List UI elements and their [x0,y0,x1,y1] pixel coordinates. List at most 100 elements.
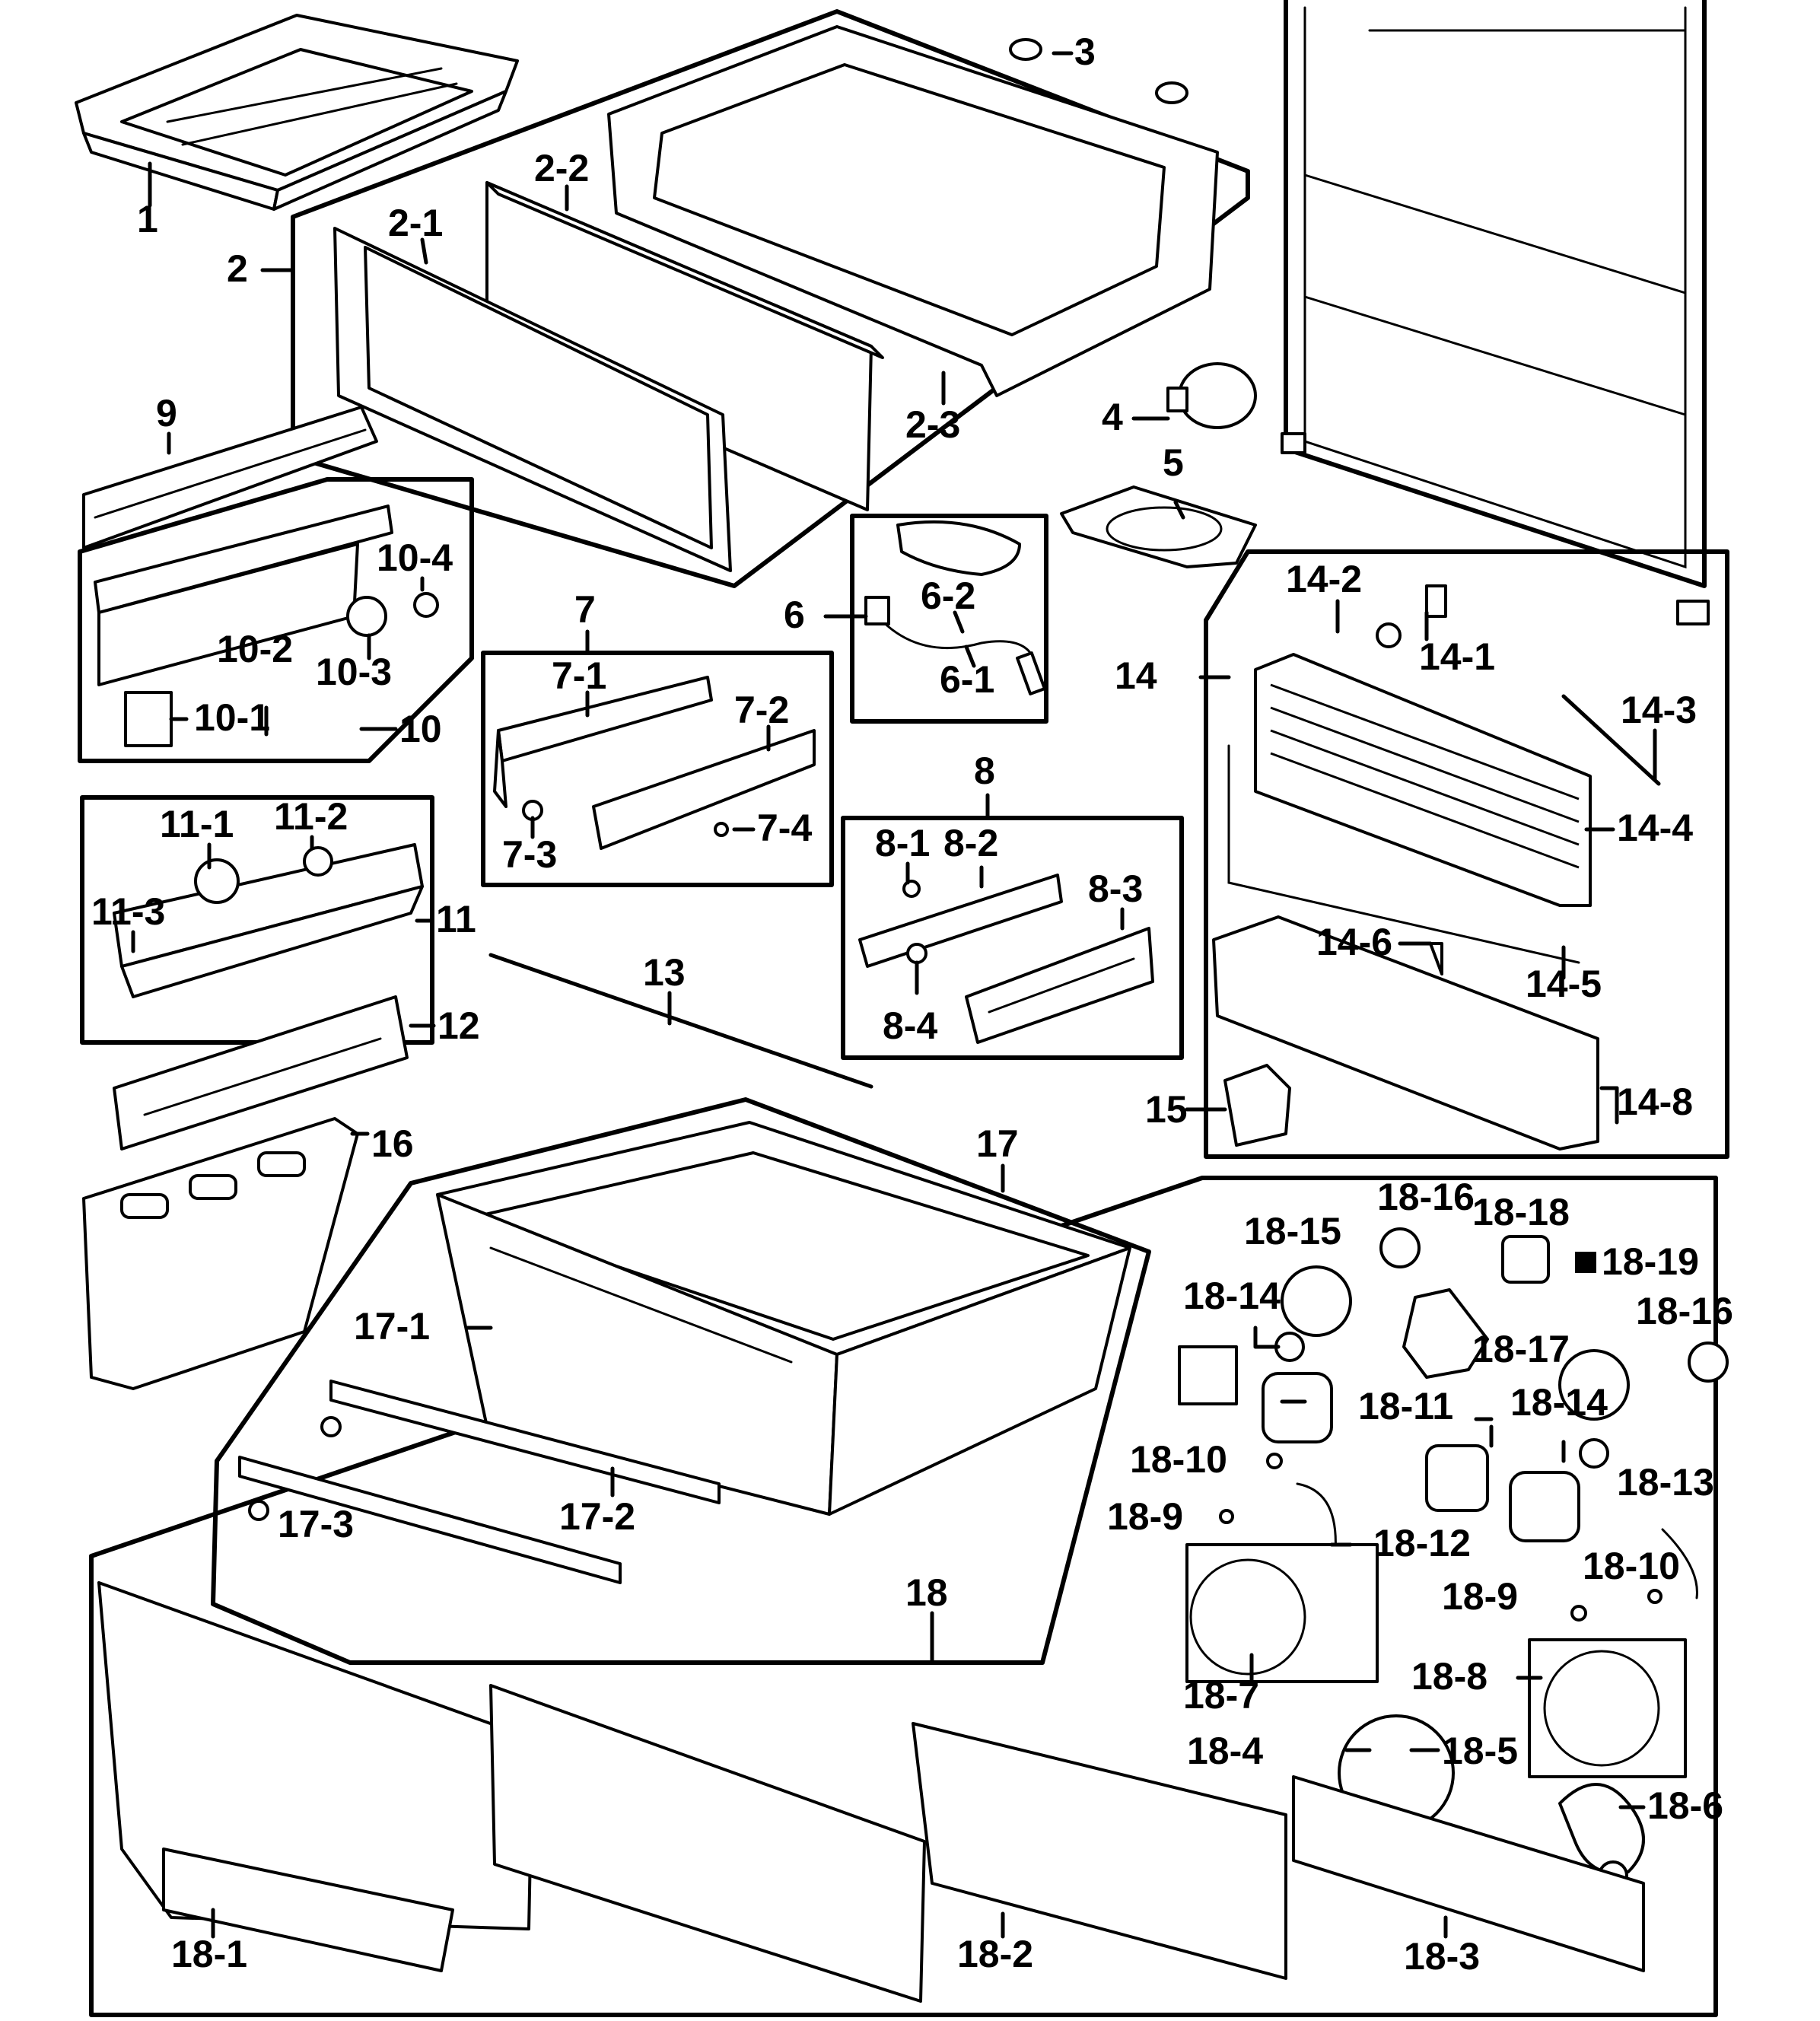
label-10-4: 10-4 [377,536,453,579]
label-6-2: 6-2 [921,574,975,617]
label-14-2: 14-2 [1286,558,1362,600]
group-8-frame [841,816,1184,1060]
label-9: 9 [156,392,177,434]
label-2: 2 [227,247,248,290]
part-6-sensor [864,520,1046,695]
part-16-cover [82,1117,359,1390]
label-14-8: 14-8 [1617,1081,1693,1123]
group-14-frame [1204,549,1729,1159]
label-18-7: 18-7 [1183,1674,1259,1717]
label-18-11: 18-11 [1358,1385,1453,1427]
label-18-3: 18-3 [1404,1935,1480,1978]
label-18-9a: 18-9 [1107,1495,1183,1538]
label-16: 16 [371,1122,414,1165]
label-7-2: 7-2 [734,689,789,731]
part-14-evaporator [1212,584,1661,1151]
label-14: 14 [1115,654,1157,697]
label-10-2: 10-2 [217,628,293,670]
label-4: 4 [1102,396,1123,438]
group-7-frame [481,651,834,887]
label-18-6: 18-6 [1647,1784,1723,1827]
part-11-rail-assy [113,843,424,998]
label-10: 10 [399,708,442,750]
label-2-3: 2-3 [905,403,960,446]
label-18-10a: 18-10 [1130,1438,1227,1481]
part-10-rail-assy [94,504,439,747]
part-8-rails [858,874,1154,1044]
label-18-4: 18-4 [1187,1730,1263,1772]
label-10-3: 10-3 [316,651,392,693]
label-3: 3 [1074,30,1096,73]
part-17-basket [238,1121,1131,1584]
label-18-9b: 18-9 [1442,1575,1518,1618]
label-8: 8 [974,750,995,792]
label-18-5: 18-5 [1442,1730,1518,1772]
label-8-3: 8-3 [1088,867,1143,910]
label-7-3: 7-3 [502,833,557,876]
label-12: 12 [438,1004,480,1047]
label-7-1: 7-1 [552,654,606,697]
label-7-4: 7-4 [757,807,812,849]
label-14-3: 14-3 [1621,689,1697,731]
label-18-12: 18-12 [1373,1522,1471,1564]
label-18-10b: 18-10 [1583,1545,1680,1587]
part-15-clip [1223,1064,1291,1147]
part-2-drawer [333,25,1219,572]
label-18-16b: 18-16 [1636,1290,1733,1332]
label-8-2: 8-2 [943,822,998,864]
label-14-4: 14-4 [1617,807,1693,849]
label-18-1: 18-1 [171,1933,247,1975]
label-13: 13 [643,951,686,994]
label-18-17: 18-17 [1472,1328,1570,1370]
label-18-8: 18-8 [1411,1655,1488,1698]
label-10-1: 10-1 [194,696,270,739]
part-18-components [1178,1227,1729,1891]
part-3-clips [1009,38,1188,104]
group-17-frame [211,1097,1151,1665]
label-11-3: 11-3 [91,890,165,933]
group-6-frame [850,514,1048,724]
label-6-1: 6-1 [940,658,994,701]
label-18-16a: 18-16 [1377,1176,1475,1218]
label-8-4: 8-4 [883,1004,937,1047]
label-17: 17 [976,1122,1019,1165]
leader-lines [131,51,1657,1939]
label-18-2: 18-2 [957,1933,1033,1975]
part-1-tray [75,14,519,211]
label-11-1: 11-1 [160,803,234,845]
label-15: 15 [1145,1088,1188,1131]
cabinet-interior [1281,0,1710,625]
label-17-2: 17-2 [559,1495,635,1538]
label-11-2: 11-2 [274,795,348,838]
part-18-covers [97,1581,1645,2003]
label-18-19: 18-19 [1602,1240,1699,1283]
label-18-18: 18-18 [1472,1191,1570,1233]
callout-labels: 1 2 2-1 2-2 2-3 3 4 5 6 6-1 6-2 7 7-1 7-… [91,30,1733,1978]
label-18-14a: 18-14 [1183,1275,1281,1317]
label-18-15: 18-15 [1244,1210,1341,1252]
label-14-1: 14-1 [1419,635,1495,678]
label-17-3: 17-3 [278,1503,354,1545]
label-7: 7 [574,588,596,631]
part-18-19-square [1575,1252,1596,1273]
label-18-14b: 18-14 [1510,1381,1608,1424]
part-9-rail [82,406,378,549]
label-6: 6 [784,594,805,636]
label-2-1: 2-1 [388,202,443,244]
label-18-13: 18-13 [1617,1461,1714,1504]
group-18-frame [89,1176,1718,2017]
label-8-1: 8-1 [875,822,930,864]
part-4-lamp [1166,362,1257,429]
part-12-cover [113,995,409,1151]
label-2-2: 2-2 [534,147,589,189]
label-17-1: 17-1 [354,1305,430,1348]
part-13-rod [488,953,873,1089]
label-14-5: 14-5 [1526,963,1602,1005]
label-11: 11 [436,898,476,940]
label-14-6: 14-6 [1316,921,1392,963]
label-18: 18 [905,1571,948,1614]
group-10-frame [78,477,474,763]
label-1: 1 [137,198,158,240]
label-5: 5 [1163,441,1184,484]
